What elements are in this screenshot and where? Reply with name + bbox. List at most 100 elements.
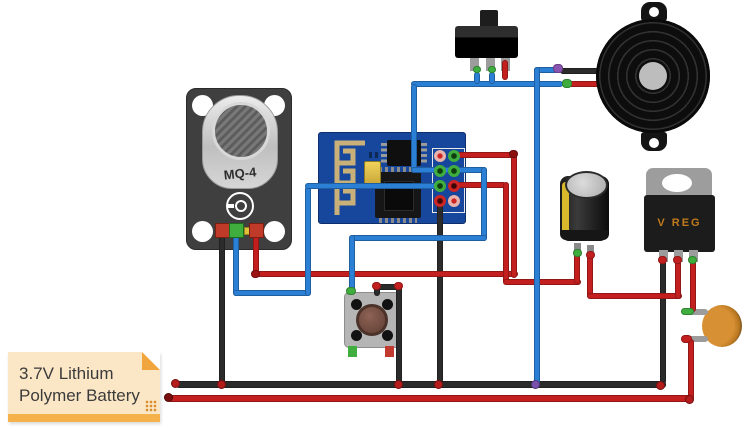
tab-hole	[649, 138, 659, 148]
wire-segment-blue	[489, 72, 495, 84]
wire-segment-red	[690, 259, 696, 312]
solder-pad-green	[448, 150, 460, 162]
junction-dot	[164, 393, 173, 402]
tab-hole	[649, 7, 659, 17]
wire-connector	[658, 256, 667, 264]
wire-connector	[562, 79, 572, 88]
capacitor-leg	[587, 245, 594, 255]
silkscreen-mark	[369, 152, 372, 158]
wire-connector	[488, 66, 496, 73]
wire-connector	[509, 150, 518, 158]
wire-segment-blue	[534, 67, 558, 73]
switch-leg	[470, 58, 479, 71]
chip-pins	[379, 167, 417, 172]
junction-dot	[171, 379, 180, 388]
wire-segment-black	[396, 284, 402, 384]
silkscreen-mark	[375, 152, 378, 158]
wire-segment-black	[560, 68, 604, 74]
gas-sensor-can: MQ-4	[202, 95, 278, 189]
junction-dot	[217, 380, 226, 389]
wire-segment-blue	[349, 235, 355, 292]
wire-connector	[394, 282, 403, 290]
wire-segment-blue	[411, 81, 563, 87]
button-leg	[385, 346, 394, 357]
vreg-label: V REG	[657, 217, 702, 229]
junction-dot	[394, 380, 403, 389]
wire-segment-black	[437, 203, 443, 383]
wire-segment-black	[660, 259, 666, 384]
wire-connector	[586, 251, 595, 259]
wire-segment-blue	[411, 84, 417, 173]
wire-segment-red	[454, 182, 506, 188]
wire-connector	[372, 282, 381, 290]
wire-segment-red	[454, 152, 514, 158]
solder-pad-red	[434, 195, 446, 207]
solder-pad-sq-green	[229, 223, 244, 238]
vreg-tab-hole	[662, 174, 692, 192]
solder-pad-green	[434, 180, 446, 192]
wire-segment-red	[574, 251, 580, 284]
push-button[interactable]	[344, 292, 400, 348]
mq4-label: MQ-4	[223, 164, 257, 183]
wire-segment-red	[253, 230, 259, 276]
wire-segment-black	[374, 284, 380, 296]
wire-segment-black	[374, 284, 402, 290]
wire-segment-black	[219, 230, 225, 384]
solder-pad-green	[434, 165, 446, 177]
wire-segment-blue	[305, 186, 311, 296]
button-leg	[348, 346, 357, 357]
capacitor-leg	[574, 243, 581, 253]
electrolytic-capacitor	[560, 170, 609, 246]
solder-pad-red	[448, 180, 460, 192]
junction-dot	[531, 380, 540, 389]
switch-body	[455, 26, 518, 58]
wire-segment-red	[587, 253, 593, 298]
polarity-stripe	[562, 182, 569, 234]
wire-segment-red	[566, 81, 612, 87]
wire-connector	[346, 287, 356, 295]
mounting-hole	[192, 221, 213, 242]
wire-connector	[681, 308, 694, 315]
buzzer-center	[639, 62, 667, 90]
piezo-buzzer	[596, 2, 710, 152]
wire-segment-black	[176, 381, 666, 388]
voltage-regulator: V REG	[644, 168, 715, 262]
button-plunger[interactable]	[356, 304, 388, 336]
battery-note[interactable]: 3.7V Lithium Polymer Battery	[8, 352, 160, 422]
wire-segment-blue	[305, 183, 443, 189]
slide-switch	[455, 10, 518, 71]
solder-pad-pink	[434, 150, 446, 162]
mq4-gas-sensor-module: MQ-4	[186, 88, 292, 250]
junction-dot	[656, 381, 665, 390]
wire-segment-red	[675, 257, 681, 299]
crystal	[364, 161, 381, 185]
solder-pad-sq-red	[249, 223, 264, 238]
wire-segment-red	[502, 60, 508, 80]
wire-segment-red	[253, 271, 518, 277]
wire-connector	[573, 249, 582, 257]
wire-connector	[673, 256, 682, 264]
buzzer-body	[596, 19, 710, 133]
wire-connector	[553, 64, 563, 73]
button-pin	[351, 330, 362, 341]
note-text: 3.7V Lithium Polymer Battery	[19, 364, 140, 405]
solder-pad-pink	[448, 195, 460, 207]
capacitor-top	[565, 171, 608, 199]
wire-segment-red	[587, 293, 682, 299]
wire-segment-blue	[534, 67, 540, 385]
switch-leg	[486, 58, 495, 71]
solder-pad-green	[448, 165, 460, 177]
note-drag-dots-icon[interactable]	[145, 400, 157, 412]
wire-segment-red	[168, 395, 694, 402]
switch-knob[interactable]	[480, 10, 498, 28]
orange-led	[702, 305, 742, 347]
mq4-logo-icon	[226, 192, 254, 220]
pcb-antenna-icon	[334, 140, 365, 215]
wire-connector	[251, 270, 260, 278]
solder-pad-sq-red	[215, 223, 230, 238]
qfp-chip	[375, 172, 421, 218]
button-pin	[382, 330, 393, 341]
junction-dot	[434, 380, 443, 389]
wire-segment-blue	[474, 72, 480, 84]
